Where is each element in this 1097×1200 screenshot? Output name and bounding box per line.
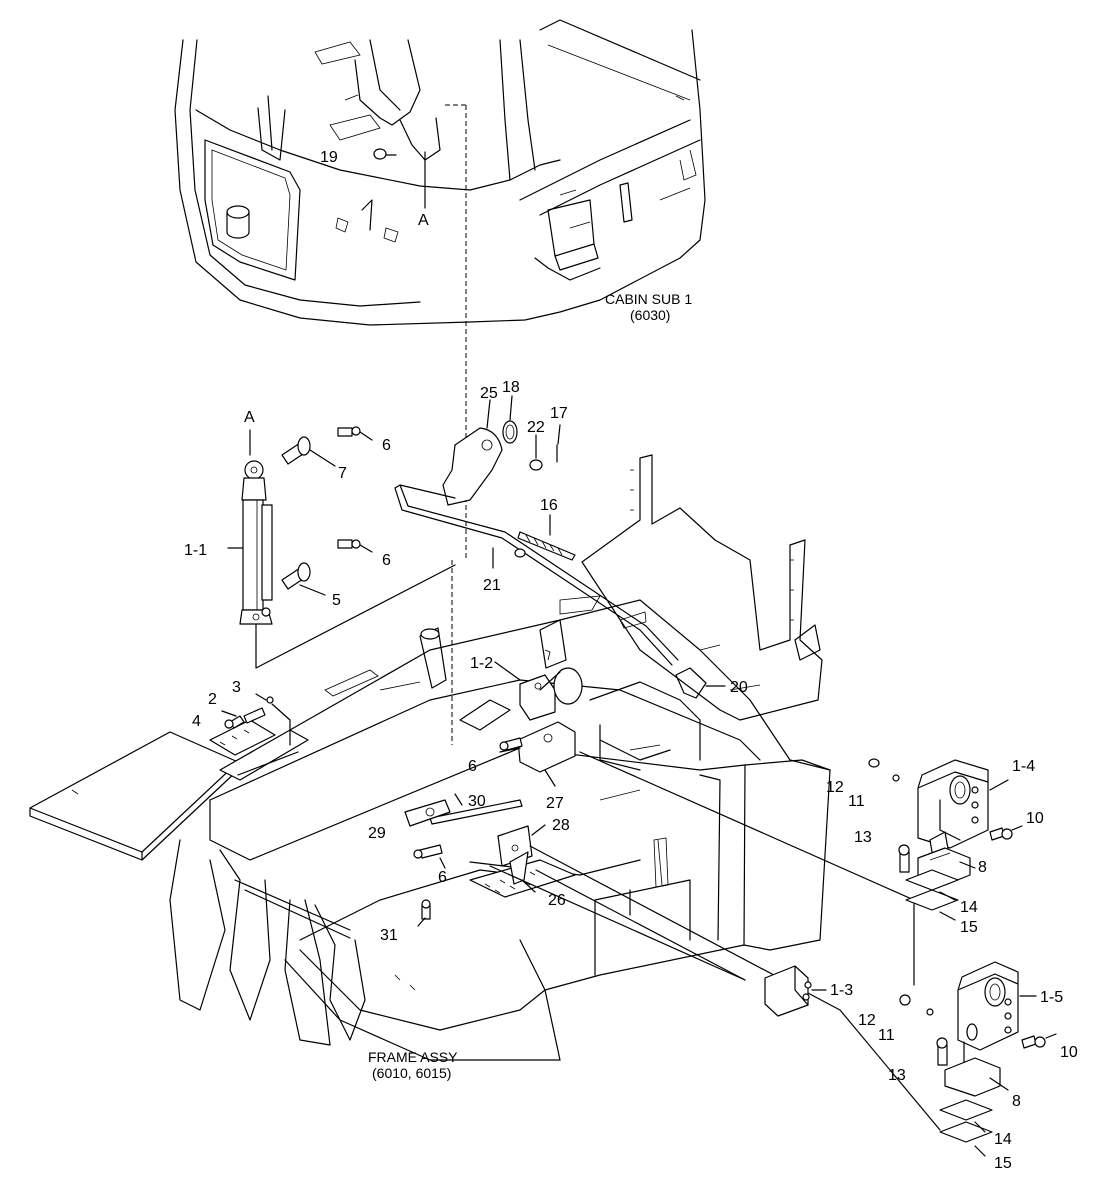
label-6-d: 6 bbox=[438, 869, 447, 886]
bolt-6b bbox=[337, 539, 361, 549]
label-1-4: 1-4 bbox=[1012, 758, 1035, 775]
label-25: 25 bbox=[480, 385, 498, 402]
label-15-b: 15 bbox=[994, 1155, 1012, 1172]
bolt-10b bbox=[1021, 1035, 1046, 1049]
label-14-b: 14 bbox=[994, 1131, 1012, 1148]
label-31: 31 bbox=[380, 927, 398, 944]
label-1-1: 1-1 bbox=[184, 542, 207, 559]
label-21: 21 bbox=[483, 577, 501, 594]
label-6-a: 6 bbox=[382, 437, 391, 454]
valve-1-2 bbox=[519, 667, 583, 721]
shim-15b bbox=[939, 1121, 993, 1143]
frame-caption: FRAME ASSY bbox=[368, 1049, 458, 1065]
pin-2 bbox=[243, 707, 266, 724]
label-12-a: 12 bbox=[826, 779, 844, 796]
label-10-a: 10 bbox=[1026, 810, 1044, 827]
label-27: 27 bbox=[546, 795, 564, 812]
label-a-top: A bbox=[418, 212, 429, 229]
label-7: 7 bbox=[338, 465, 347, 482]
label-13-a: 13 bbox=[854, 829, 872, 846]
switch-1-3 bbox=[764, 965, 812, 1017]
bolt-10a bbox=[989, 827, 1013, 841]
label-4: 4 bbox=[192, 713, 201, 730]
cabin-caption: CABIN SUB 1 bbox=[605, 291, 692, 307]
frame-assembly bbox=[29, 595, 831, 1061]
label-6-c: 6 bbox=[468, 758, 477, 775]
label-11-b: 11 bbox=[878, 1027, 895, 1044]
label-11-a: 11 bbox=[848, 793, 865, 810]
label-1-5: 1-5 bbox=[1040, 989, 1063, 1006]
shim-14a bbox=[905, 869, 959, 891]
bracket-8b bbox=[944, 1057, 1001, 1097]
cylinder-1-1 bbox=[239, 460, 273, 625]
label-3: 3 bbox=[232, 679, 241, 696]
pin-5 bbox=[281, 562, 311, 590]
label-10-b: 10 bbox=[1060, 1044, 1078, 1061]
label-1-2: 1-2 bbox=[470, 655, 493, 672]
label-8-a: 8 bbox=[978, 859, 987, 876]
label-26: 26 bbox=[548, 892, 566, 909]
lever-25 bbox=[442, 427, 503, 506]
spring-16 bbox=[517, 531, 576, 561]
label-30: 30 bbox=[468, 793, 486, 810]
label-8-b: 8 bbox=[1012, 1093, 1021, 1110]
bar-30 bbox=[429, 799, 523, 825]
label-18: 18 bbox=[502, 379, 520, 396]
switch-assembly-1-5 bbox=[957, 961, 1019, 1081]
bracket-27 bbox=[517, 721, 576, 773]
cabin-sub-assembly bbox=[174, 19, 706, 326]
label-12-b: 12 bbox=[858, 1012, 876, 1029]
frame-upright bbox=[581, 454, 823, 721]
label-14-a: 14 bbox=[960, 899, 978, 916]
shim-14b bbox=[939, 1099, 993, 1121]
label-28: 28 bbox=[552, 817, 570, 834]
label-29: 29 bbox=[368, 825, 386, 842]
label-20: 20 bbox=[730, 679, 748, 696]
plate-29 bbox=[404, 799, 451, 827]
bolt-31 bbox=[421, 899, 431, 920]
label-a-left: A bbox=[244, 409, 255, 426]
bolt-13a bbox=[898, 844, 910, 873]
label-13-b: 13 bbox=[888, 1067, 906, 1084]
label-6-b: 6 bbox=[382, 552, 391, 569]
bolt-6a bbox=[337, 426, 361, 437]
cabin-code: (6030) bbox=[630, 307, 670, 323]
label-16: 16 bbox=[540, 497, 558, 514]
label-22: 22 bbox=[527, 419, 545, 436]
label-1-3: 1-3 bbox=[830, 982, 853, 999]
bolt-6d bbox=[413, 844, 443, 859]
label-17: 17 bbox=[550, 405, 568, 422]
label-19: 19 bbox=[320, 149, 338, 166]
rod-21 bbox=[394, 484, 679, 666]
bolt-13b bbox=[936, 1037, 948, 1066]
bolt-4 bbox=[224, 715, 245, 729]
label-2: 2 bbox=[208, 691, 217, 708]
washer-18 bbox=[502, 420, 518, 444]
frame-code: (6010, 6015) bbox=[372, 1065, 451, 1081]
label-15-a: 15 bbox=[960, 919, 978, 936]
pin-7 bbox=[281, 436, 311, 465]
bolt-6c bbox=[499, 737, 523, 751]
knob-20 bbox=[675, 667, 707, 699]
label-5: 5 bbox=[332, 592, 341, 609]
